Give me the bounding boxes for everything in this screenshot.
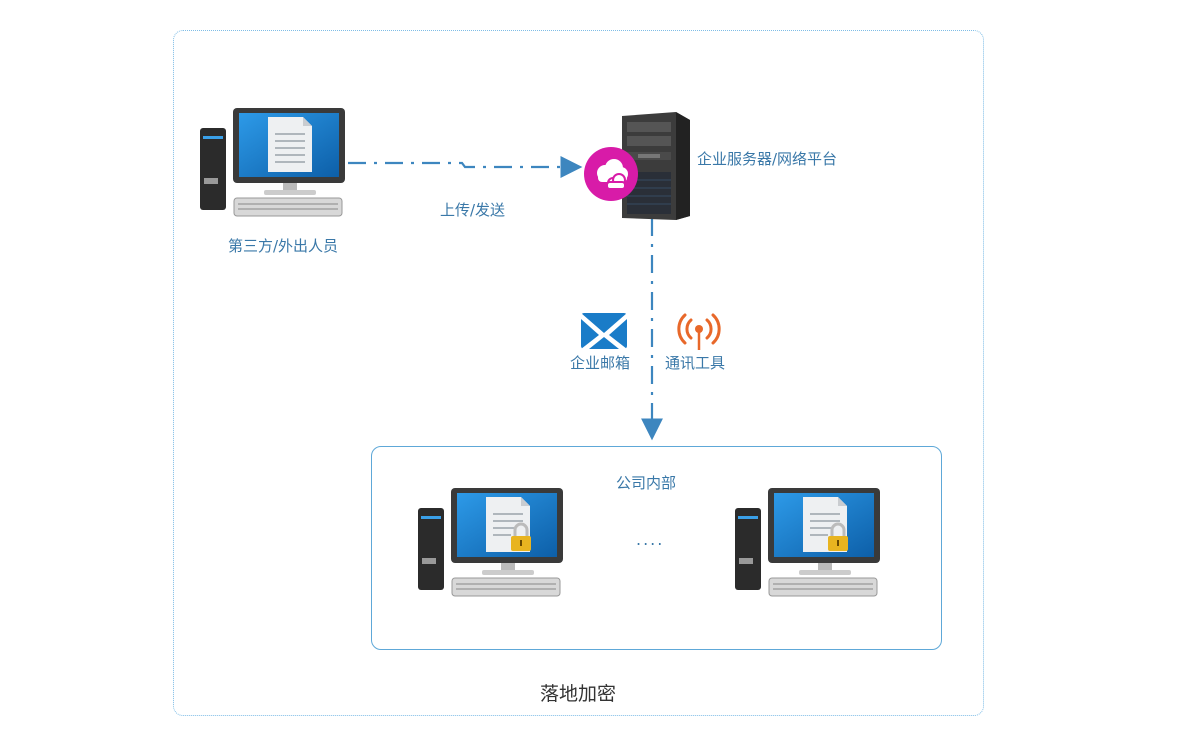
desktop-computer-locked-document-icon <box>418 488 563 597</box>
enterprise-mail-icon <box>581 313 627 349</box>
upload-connector <box>348 156 583 178</box>
company-internal-box <box>371 446 942 650</box>
channel-mail-label: 企业邮箱 <box>570 354 631 372</box>
channel-messaging <box>677 312 721 354</box>
diagram-title: 落地加密 <box>540 683 617 705</box>
cloud-icon <box>584 147 638 201</box>
company-computer-1 <box>416 488 566 602</box>
cloud-badge <box>583 146 639 206</box>
channel-enterprise-mail <box>581 313 627 353</box>
external-user-label: 第三方/外出人员 <box>228 237 339 255</box>
encryption-scope-box <box>173 30 984 716</box>
server-label: 企业服务器/网络平台 <box>697 150 838 168</box>
company-computer-2 <box>733 488 883 602</box>
upload-label: 上传/发送 <box>440 201 506 219</box>
radio-antenna-icon <box>677 313 721 350</box>
company-internal-label: 公司内部 <box>616 474 677 492</box>
desktop-computer-document-icon <box>200 108 345 217</box>
channel-messaging-label: 通讯工具 <box>665 354 726 372</box>
ellipsis: .... <box>636 530 665 549</box>
external-user-computer <box>198 108 348 224</box>
desktop-computer-locked-document-icon <box>735 488 880 597</box>
